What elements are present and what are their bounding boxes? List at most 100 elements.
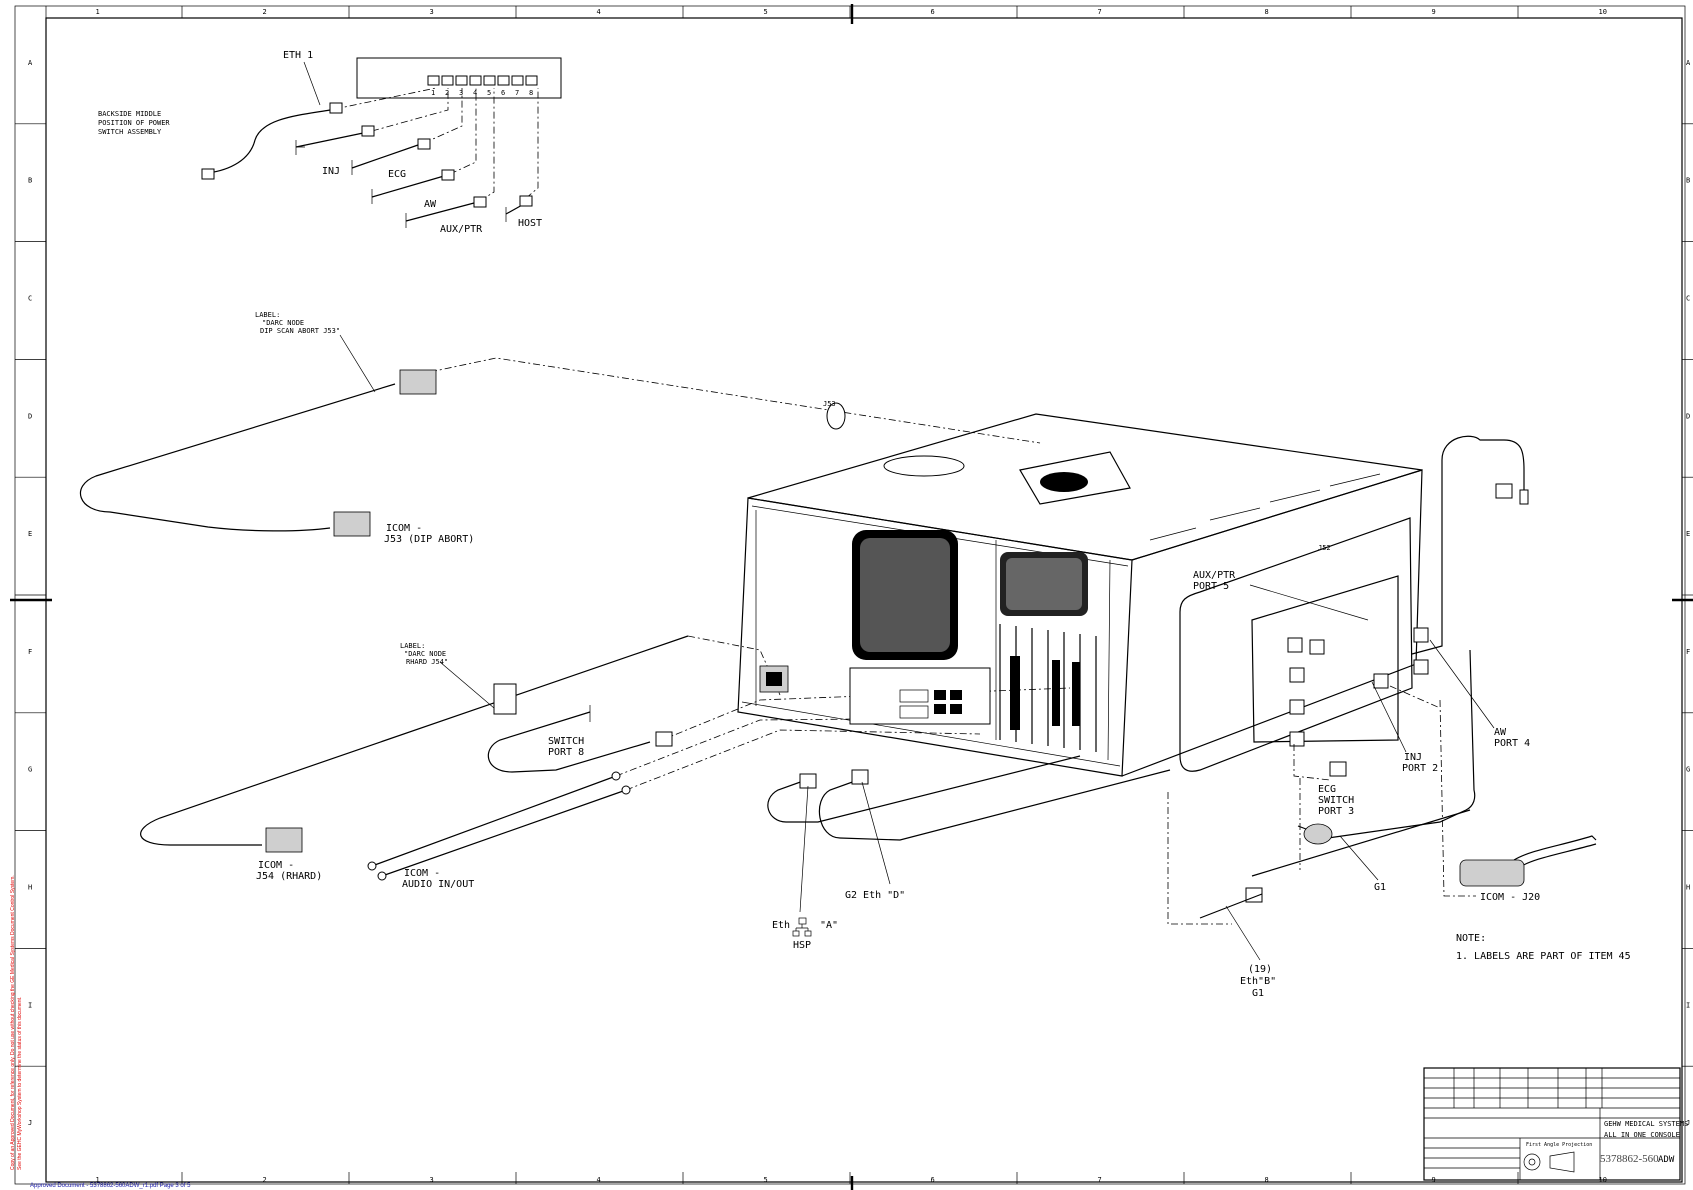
switch-port8-label-1: SWITCH <box>548 736 584 747</box>
drawing-number: 5378862-560 <box>1600 1153 1659 1165</box>
g2-eth-d-label: G2 Eth "D" <box>845 890 905 901</box>
switch-port-3 <box>455 75 468 86</box>
icom-j20-connector <box>1459 859 1525 887</box>
j53-darc-connector <box>399 369 437 395</box>
grid-col-top-5: 5 <box>764 8 768 16</box>
grid-row-right-A: A <box>1686 59 1691 67</box>
j52-label: J52 <box>1318 544 1331 552</box>
switch-port-5 <box>483 75 496 86</box>
title-block: GEHW MEDICAL SYSTEMS ALL IN ONE CONSOLE … <box>1423 1067 1688 1181</box>
grid-col-top-7: 7 <box>1098 8 1102 16</box>
switch-labels: ETH 1 BACKSIDE MIDDLE POSITION OF POWER … <box>98 50 542 235</box>
note-1: 1. LABELS ARE PART OF ITEM 45 <box>1456 951 1631 962</box>
grid-col-bottom-2: 2 <box>263 1176 267 1184</box>
grid-col-top-8: 8 <box>1265 8 1269 16</box>
drawing-frame <box>10 4 1693 1190</box>
backside-connector <box>201 168 215 180</box>
grid-col-bottom-1: 1 <box>96 1176 100 1184</box>
backside-label-2: POSITION OF POWER <box>98 119 170 127</box>
switch-port-label-7: 7 <box>515 89 519 97</box>
right-labels: J52 AUX/PTR PORT 5 AW PORT 4 INJ PORT 2 … <box>772 544 1631 999</box>
grid-row-left-J: J <box>28 1119 32 1127</box>
switch-port-1 <box>427 75 440 86</box>
grid-col-top-1: 1 <box>96 8 100 16</box>
j53-icom-connector <box>333 511 371 537</box>
darc-j54-label-3: RHARD J54" <box>406 658 448 666</box>
grid-col-top-9: 9 <box>1432 8 1436 16</box>
switch-port-7 <box>511 75 524 86</box>
inj-label: INJ <box>322 166 340 177</box>
io-panel <box>849 667 991 725</box>
network-icon <box>792 917 812 937</box>
drawing-rev: ADW <box>1658 1155 1675 1165</box>
switch-port8-cable: SWITCH PORT 8 <box>487 687 1071 773</box>
switch-port-label-5: 5 <box>487 89 491 97</box>
icom-audio-label-1: ICOM - <box>404 868 440 879</box>
switch-port-2 <box>441 75 454 86</box>
switch-port-8 <box>525 75 538 86</box>
grid-row-left-F: F <box>28 648 32 656</box>
grid-row-right-B: B <box>1686 177 1690 185</box>
projection-symbol <box>1523 1153 1541 1171</box>
j54-icom-connector <box>265 827 303 853</box>
icom-j54-label-1: ICOM - <box>258 860 294 871</box>
switch-port-label-8: 8 <box>529 89 533 97</box>
grid-col-bottom-4: 4 <box>597 1176 601 1184</box>
grid-col-top-3: 3 <box>430 8 434 16</box>
backside-label-3: SWITCH ASSEMBLY <box>98 128 162 136</box>
drawing-title: ALL IN ONE CONSOLE <box>1604 1131 1680 1139</box>
grid-col-bottom-3: 3 <box>430 1176 434 1184</box>
backside-label-1: BACKSIDE MIDDLE <box>98 110 161 118</box>
ecg-label: ECG <box>388 169 406 180</box>
grid-col-top-2: 2 <box>263 8 267 16</box>
darc-j54-label-2: "DARC NODE <box>404 650 446 658</box>
grid-row-right-H: H <box>1686 884 1690 892</box>
switch-port-label-6: 6 <box>501 89 505 97</box>
ecg-port3-label-1: ECG <box>1318 784 1336 795</box>
eth1-label: ETH 1 <box>283 50 313 61</box>
darc-j53-label-2: "DARC NODE <box>262 319 304 327</box>
grid-col-bottom-5: 5 <box>764 1176 768 1184</box>
j53-clip <box>826 402 846 430</box>
projection-label: First Angle Projection <box>1526 1142 1592 1148</box>
switch-cables <box>201 61 539 228</box>
audio-cables: ICOM - AUDIO IN/OUT <box>367 717 981 890</box>
g1-label: G1 <box>1374 882 1386 893</box>
grid-row-right-F: F <box>1686 648 1690 656</box>
j53-cable-assembly: LABEL: "DARC NODE DIP SCAN ABORT J53" IC… <box>79 311 1041 545</box>
grid-col-bottom-6: 6 <box>931 1176 935 1184</box>
grid-row-left-H: H <box>28 884 32 892</box>
grid-col-top-6: 6 <box>931 8 935 16</box>
darc-j53-label-3: DIP SCAN ABORT J53" <box>260 327 340 335</box>
eth-b-label-3: G1 <box>1252 988 1264 999</box>
grid-row-left-B: B <box>28 177 32 185</box>
inj-port2-label-1: INJ <box>1404 752 1422 763</box>
switch-port-label-2: 2 <box>445 89 449 97</box>
ecg-port3-label-2: SWITCH <box>1318 795 1354 806</box>
switch-port-label-4: 4 <box>473 89 477 97</box>
grid-row-right-C: C <box>1686 295 1690 303</box>
j54-darc-connector <box>493 683 517 715</box>
aw-label: AW <box>424 199 437 210</box>
grid-row-right-I: I <box>1686 1001 1690 1009</box>
darc-j53-label-1: LABEL: <box>255 311 280 319</box>
note-title: NOTE: <box>1456 933 1486 944</box>
icom-audio-label-2: AUDIO IN/OUT <box>402 879 474 890</box>
j54-cable-assembly: LABEL: "DARC NODE RHARD J54" ICOM - J54 … <box>140 635 781 882</box>
icom-j20-label: ICOM - J20 <box>1480 892 1540 903</box>
grid-row-right-G: G <box>1686 766 1690 774</box>
eth-a-label-3: HSP <box>793 940 811 951</box>
host-label: HOST <box>518 218 542 229</box>
eth-b-label-2: Eth"B" <box>1240 976 1276 987</box>
grid-row-left-C: C <box>28 295 32 303</box>
j53-tag: J53 <box>823 400 836 408</box>
grid-row-left-G: G <box>28 766 32 774</box>
switch-port-4 <box>469 75 482 86</box>
eth-a-label-2: "A" <box>820 920 838 931</box>
inj-port2-label-2: PORT 2 <box>1402 763 1438 774</box>
grid-row-right-D: D <box>1686 412 1690 420</box>
